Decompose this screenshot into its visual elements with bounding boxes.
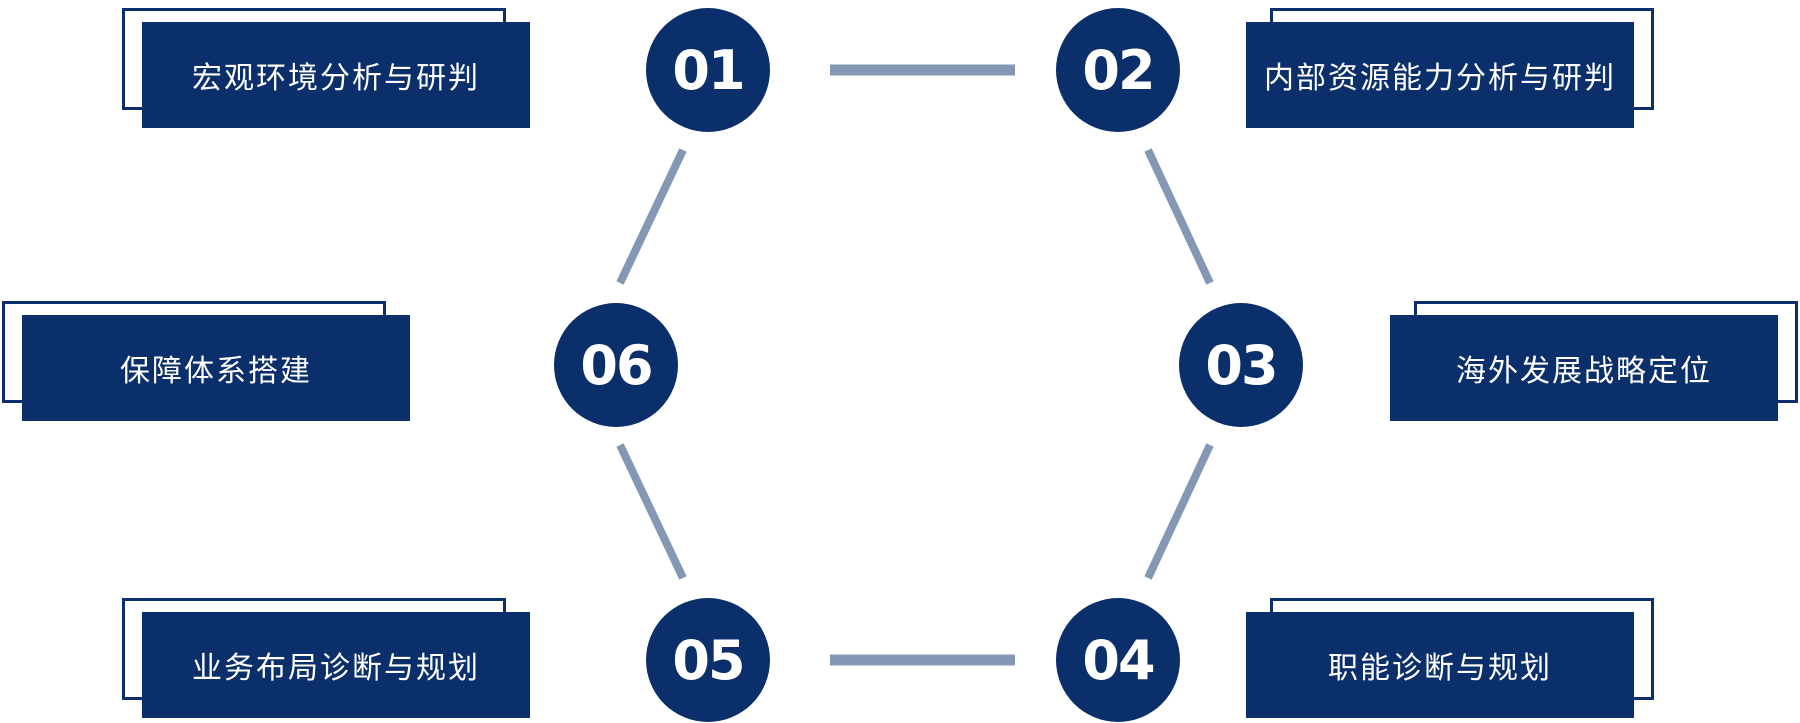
label-card-03: 海外发展战略定位 bbox=[1390, 301, 1798, 421]
card-label: 宏观环境分析与研判 bbox=[142, 22, 530, 128]
connector-06-01 bbox=[616, 148, 687, 285]
card-label: 内部资源能力分析与研判 bbox=[1246, 22, 1634, 128]
label-card-06: 保障体系搭建 bbox=[2, 301, 410, 421]
card-label: 业务布局诊断与规划 bbox=[142, 612, 530, 718]
label-card-05: 业务布局诊断与规划 bbox=[122, 598, 530, 718]
step-circle-01: 01 bbox=[646, 8, 770, 132]
step-circle-03: 03 bbox=[1179, 303, 1303, 427]
step-circle-05: 05 bbox=[646, 598, 770, 722]
step-circle-02: 02 bbox=[1056, 8, 1180, 132]
card-label: 海外发展战略定位 bbox=[1390, 315, 1778, 421]
label-card-01: 宏观环境分析与研判 bbox=[122, 8, 530, 128]
connector-02-03 bbox=[1144, 148, 1214, 285]
step-circle-04: 04 bbox=[1056, 598, 1180, 722]
card-label: 职能诊断与规划 bbox=[1246, 612, 1634, 718]
label-card-04: 职能诊断与规划 bbox=[1246, 598, 1654, 718]
label-card-02: 内部资源能力分析与研判 bbox=[1246, 8, 1654, 128]
step-circle-06: 06 bbox=[554, 303, 678, 427]
connector-03-04 bbox=[1144, 443, 1214, 580]
connector-05-06 bbox=[616, 443, 687, 580]
card-label: 保障体系搭建 bbox=[22, 315, 410, 421]
